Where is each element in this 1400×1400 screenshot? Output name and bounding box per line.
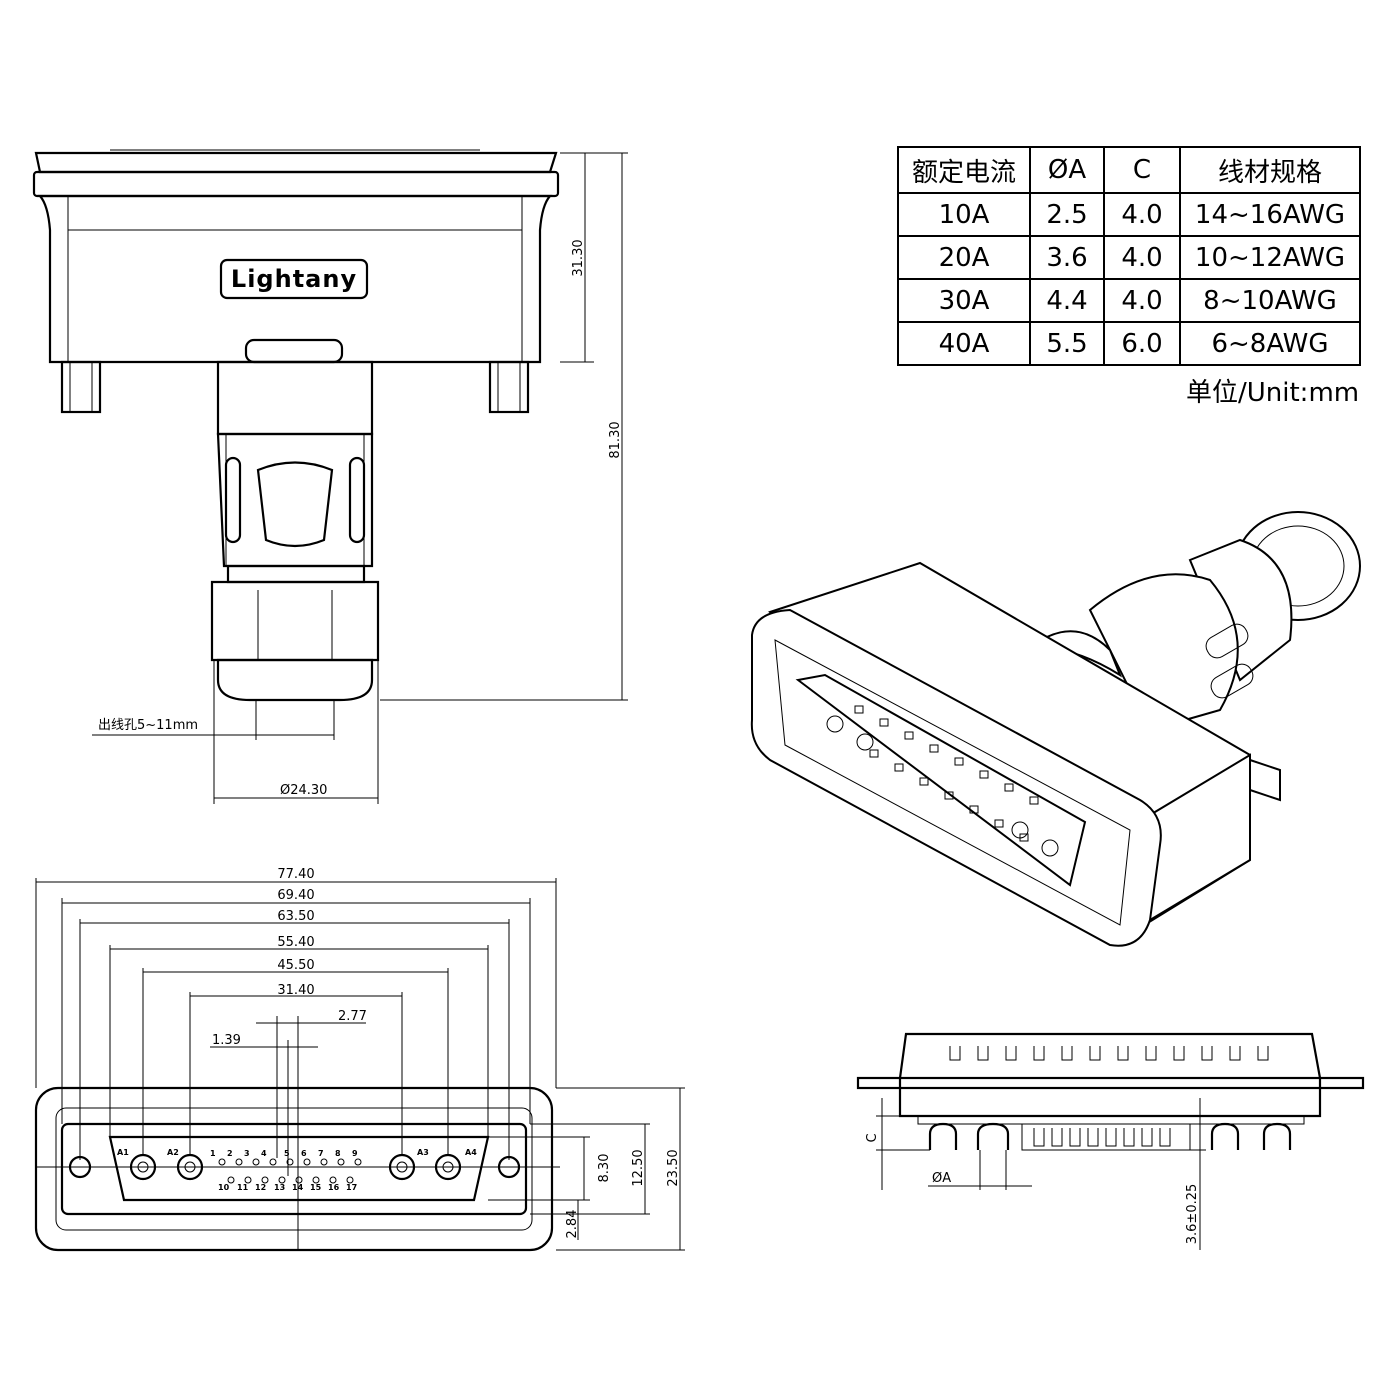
pin-16: 16: [328, 1183, 340, 1192]
pin-row-1: 1 2 3 4 5 6 7 8 9: [210, 1149, 362, 1166]
cell-c: 6.0: [1103, 321, 1181, 366]
unit-note: 单位/Unit:mm: [1186, 378, 1360, 408]
isometric-view: [750, 511, 1361, 947]
cell-c: 4.0: [1103, 235, 1181, 280]
table-row: 30A 4.4 4.0 8~10AWG: [897, 278, 1361, 323]
pin-row-2: 10 11 12 13 14 15 16 17: [218, 1176, 357, 1192]
spec-table: 额定电流 ØA C 线材规格 10A 2.5 4.0 14~16AWG 20A …: [897, 146, 1361, 366]
cell-current: 40A: [897, 321, 1031, 366]
pin-8: 8: [335, 1149, 341, 1158]
table-header-row: 额定电流 ØA C 线材规格: [897, 146, 1361, 194]
cell-current: 20A: [897, 235, 1031, 280]
cell-current: 30A: [897, 278, 1031, 323]
pin-15: 15: [310, 1183, 322, 1192]
dim-8-30: 8.30: [597, 1154, 612, 1183]
dim-63-50: 63.50: [277, 909, 314, 924]
pin-6: 6: [301, 1149, 307, 1158]
header-c: C: [1103, 146, 1181, 194]
pin-label-a3: A3: [417, 1148, 429, 1157]
dim-c: C: [865, 1133, 880, 1142]
cell-awg: 8~10AWG: [1179, 278, 1361, 323]
width-dimensions: 77.40 69.40 63.50 55.40 45.50 31.40 2.77…: [35, 867, 557, 1250]
cell-awg: 10~12AWG: [1179, 235, 1361, 280]
cell-c: 4.0: [1103, 278, 1181, 323]
dim-55-40: 55.40: [277, 935, 314, 950]
pin-11: 11: [237, 1183, 249, 1192]
dim-31-40: 31.40: [277, 983, 314, 998]
pin-7: 7: [318, 1149, 324, 1158]
header-wire-gauge: 线材规格: [1179, 146, 1361, 194]
bottom-pins: [928, 1122, 1292, 1190]
top-pin-slots: [949, 1046, 1269, 1061]
header-rated-current: 额定电流: [897, 146, 1031, 194]
pin-2: 2: [227, 1149, 233, 1158]
pin-1: 1: [210, 1149, 216, 1158]
pin-label-a1: A1: [117, 1148, 129, 1157]
cell-c: 4.0: [1103, 192, 1181, 237]
dim-81-30: 81.30: [608, 421, 623, 458]
dim-12-50: 12.50: [631, 1149, 646, 1186]
dim-23-50: 23.50: [666, 1149, 681, 1186]
logo-text: Lightany: [231, 265, 357, 293]
dim-69-40: 69.40: [277, 888, 314, 903]
cell-awg: 14~16AWG: [1179, 192, 1361, 237]
dim-cable-hole: 出线孔5~11mm: [98, 718, 198, 733]
header-diameter-a: ØA: [1029, 146, 1105, 194]
pin-label-a2: A2: [167, 1148, 179, 1157]
cell-awg: 6~8AWG: [1179, 321, 1361, 366]
table-row: 10A 2.5 4.0 14~16AWG: [897, 192, 1361, 237]
pin-label-a4: A4: [465, 1148, 477, 1157]
dim-2-77: 2.77: [338, 1009, 367, 1024]
table-row: 40A 5.5 6.0 6~8AWG: [897, 321, 1361, 366]
pin-3: 3: [244, 1149, 250, 1158]
dim-45-50: 45.50: [277, 958, 314, 973]
dim-pin-length: 3.6±0.25: [1185, 1184, 1200, 1245]
dim-1-39: 1.39: [212, 1033, 241, 1048]
pin-13: 13: [274, 1183, 285, 1192]
iso-pin-grid: [826, 705, 1059, 857]
pin-4: 4: [261, 1149, 267, 1158]
bottom-view: C ØA 3.6±0.25: [856, 1032, 1365, 1250]
dim-77-40: 77.40: [277, 867, 314, 882]
cell-diameter: 5.5: [1029, 321, 1105, 366]
dim-diameter: Ø24.30: [280, 783, 327, 798]
cell-diameter: 3.6: [1029, 235, 1105, 280]
cell-diameter: 2.5: [1029, 192, 1105, 237]
pin-9: 9: [352, 1149, 358, 1158]
pin-17: 17: [346, 1183, 357, 1192]
table-row: 20A 3.6 4.0 10~12AWG: [897, 235, 1361, 280]
cell-current: 10A: [897, 192, 1031, 237]
front-view: A1 A2 A3 A4 1 2 3 4 5 6 7 8 9 10 1: [34, 867, 685, 1252]
side-view: Lightany 31.30 81.30: [32, 149, 628, 804]
cell-diameter: 4.4: [1029, 278, 1105, 323]
dim-2-84: 2.84: [565, 1210, 580, 1239]
pin-10: 10: [218, 1183, 230, 1192]
dim-31-30: 31.30: [571, 239, 586, 276]
dim-a: ØA: [932, 1171, 951, 1186]
pin-12: 12: [255, 1183, 266, 1192]
height-dimensions: 8.30 12.50 23.50 2.84: [36, 1087, 685, 1251]
pin-5: 5: [284, 1149, 290, 1158]
